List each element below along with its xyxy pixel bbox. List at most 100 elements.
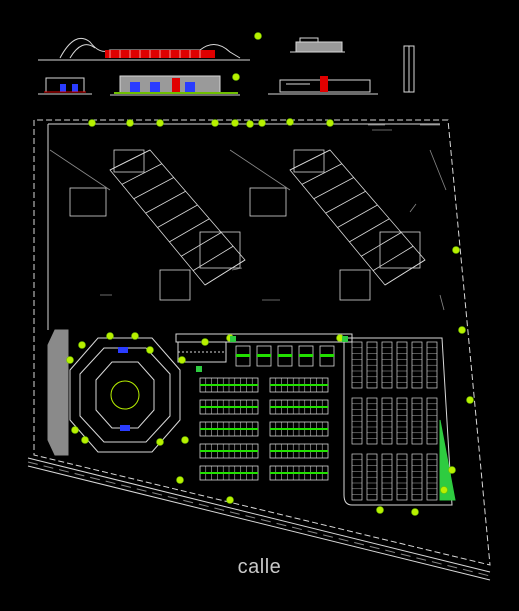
tree-symbol [466,396,474,404]
parking-row [289,149,331,171]
parking-module [49,149,246,301]
tree-symbol [78,341,86,349]
tree-symbol [326,119,334,127]
tree-symbols [66,32,474,516]
tree-symbol [178,356,186,364]
service-block [339,269,371,301]
tree-symbol [126,119,134,127]
parking-row [121,163,163,185]
parking-row [384,259,426,286]
module-outline [289,149,426,286]
tree-symbol [458,326,466,334]
green-accent [230,336,236,342]
green-strip [200,406,258,408]
green-strip [200,428,258,430]
service-block [249,187,287,217]
green-strip [257,354,271,357]
access-line [229,149,291,191]
tree-symbol [106,332,114,340]
elevation-front-main [110,75,240,96]
central-building [175,333,353,363]
octagonal-market [47,329,181,456]
elevation-tall-detail [403,45,415,93]
green-strip [299,354,313,357]
tree-symbol [88,119,96,127]
green-strip [270,472,328,474]
parking-row [301,163,343,185]
tree-symbol [440,486,448,494]
green-strip [270,384,328,386]
green-strip [270,450,328,452]
tree-symbol [201,338,209,346]
right-parking-lot [343,337,456,506]
green-strip [200,472,258,474]
tree-symbol [254,32,262,40]
tree-symbol [411,508,419,516]
green-strip [270,406,328,408]
green-accent [196,366,202,372]
tree-symbol [448,466,456,474]
annotations [100,124,447,311]
street-label: calle [237,556,282,578]
tree-symbol [146,346,154,354]
green-strip [278,354,292,357]
service-block [159,269,191,301]
parking-row [181,232,222,257]
parking-row [337,204,378,228]
tree-symbol [131,332,139,340]
site-boundary [33,119,491,566]
parking-row [372,245,414,271]
parking-module [229,149,426,301]
tree-symbol [452,246,460,254]
parking-row [361,232,402,257]
parking-row [157,204,198,228]
service-block [69,187,107,217]
parking-row [133,177,174,200]
tree-symbol [156,438,164,446]
green-strip [200,450,258,452]
green-strip [236,354,250,357]
tree-symbol [176,476,184,484]
tree-symbol [66,356,74,364]
parking-row [169,218,210,243]
green-strip [200,384,258,386]
green-strip [320,354,334,357]
upper-parking-modules [49,149,426,301]
service-block [379,231,421,269]
service-block [293,149,325,173]
tree-symbol [232,73,240,81]
tree-symbol [258,119,266,127]
elevation-front-left [38,77,92,95]
green-accent [342,336,348,342]
elevation-small-block [290,37,345,53]
elevation-views [38,37,415,96]
elevation-side-right [268,76,378,95]
parking-row [325,190,366,214]
module-outline [109,149,246,286]
tree-symbol [376,506,384,514]
parking-row [109,149,151,171]
parking-row [349,218,390,243]
tree-symbol [286,118,294,126]
tree-symbol [226,496,234,504]
right-parking-bays [351,341,438,501]
tree-symbol [246,120,254,128]
tree-symbol [71,426,79,434]
service-block [199,231,241,269]
tree-symbol [211,119,219,127]
tree-symbol [81,436,89,444]
elevation-curved-roof [38,38,250,61]
parking-green-islands [196,336,348,372]
tree-symbol [231,119,239,127]
service-block [113,149,145,173]
parking-row [313,177,354,200]
middle-parking-grid [199,345,335,481]
green-strip [270,428,328,430]
tree-symbol [181,436,189,444]
parking-row [204,259,246,286]
parking-row [145,190,186,214]
access-line [49,149,111,191]
parking-row [192,245,234,271]
street-calle [27,457,491,581]
